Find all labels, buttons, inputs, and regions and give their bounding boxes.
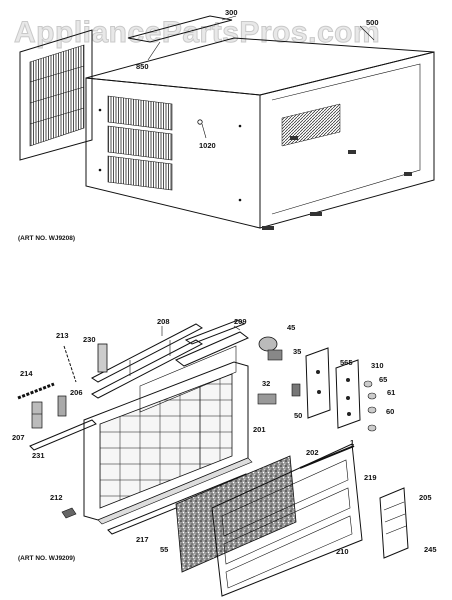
callout-500: 500 [366, 18, 379, 27]
door-205 [379, 487, 409, 559]
support-post-230 [97, 343, 108, 373]
top-bracket-300 [127, 15, 233, 43]
cabinet-louvers [107, 95, 173, 191]
knob-45 [258, 336, 278, 352]
callout-565: 565 [340, 358, 353, 367]
filter-55 [175, 455, 297, 573]
callout-45: 45 [287, 323, 295, 332]
cabinet-case [85, 37, 435, 230]
callout-32: 32 [262, 379, 270, 388]
callout-245: 245 [424, 545, 437, 554]
callout-60: 60 [386, 407, 394, 416]
callout-310: 310 [371, 361, 384, 370]
callout-850: 850 [136, 62, 149, 71]
callout-300: 300 [225, 8, 238, 17]
callout-50: 50 [294, 411, 302, 420]
callout-202: 202 [306, 448, 319, 457]
callout-210: 210 [336, 547, 349, 556]
callout-231: 231 [32, 451, 45, 460]
callout-219: 219 [364, 473, 377, 482]
bracket-206 [57, 395, 67, 417]
callout-35: 35 [293, 347, 301, 356]
thermostat-32 [257, 393, 277, 405]
callout-61: 61 [387, 388, 395, 397]
callout-208: 208 [157, 317, 170, 326]
top-rail-208 [91, 323, 203, 399]
bracket-207 [31, 401, 43, 429]
top-panel-frame [139, 331, 249, 413]
control-bracket-565 [305, 347, 331, 419]
callout-65: 65 [379, 375, 387, 384]
callout-1: 1 [350, 438, 354, 447]
bar-214 [17, 382, 55, 400]
rod-219 [299, 445, 355, 469]
art-number-bottom: (ART NO. WJ9209) [18, 555, 75, 562]
chain-213 [63, 345, 77, 383]
callout-205: 205 [419, 493, 432, 502]
control-panel-310 [335, 359, 361, 429]
watermark-text: AppliancePartsPros.com [14, 16, 380, 49]
rod-231 [29, 419, 97, 451]
rear-grille-panel [19, 29, 93, 161]
switch-35 [267, 349, 283, 361]
callout-217: 217 [136, 535, 149, 544]
clip-212 [61, 507, 77, 519]
callout-201: 201 [253, 425, 266, 434]
callout-207: 207 [12, 433, 25, 442]
callout-206: 206 [70, 388, 83, 397]
knobs-65-61-60 [363, 380, 377, 432]
rail-209 [184, 319, 246, 345]
relay-50 [291, 383, 301, 397]
front-frame [83, 361, 253, 525]
callout-209: 209 [234, 317, 247, 326]
art-number-top: (ART NO. WJ9208) [18, 235, 75, 242]
callout-1020: 1020 [199, 141, 216, 150]
callout-230: 230 [83, 335, 96, 344]
callout-214: 214 [20, 369, 33, 378]
callout-212: 212 [50, 493, 63, 502]
callout-213: 213 [56, 331, 69, 340]
callout-55: 55 [160, 545, 168, 554]
